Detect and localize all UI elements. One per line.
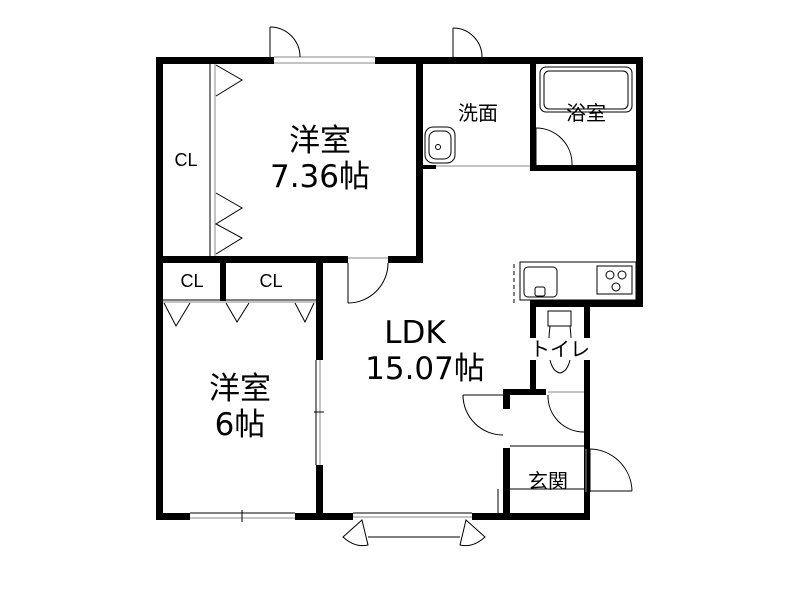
toilet-label: トイレ [528, 337, 592, 361]
bathroom-label: 浴室 [566, 101, 606, 125]
western-room-2-name: 洋室 [209, 371, 271, 407]
washroom-label: 洗面 [458, 101, 498, 125]
ldk-size: 15.07帖 [365, 351, 485, 387]
closet-room2-right-label: CL [259, 271, 283, 291]
western-room-2-size: 6帖 [214, 407, 266, 443]
closet-room2-left-label: CL [180, 271, 204, 291]
western-room-1-size: 7.36帖 [269, 159, 371, 195]
western-room-1-name: 洋室 [289, 123, 351, 159]
fixtures [163, 26, 637, 547]
entrance-label: 玄関 [528, 469, 568, 493]
closet-room1-label: CL [174, 150, 198, 170]
ldk-name: LDK [384, 315, 446, 351]
